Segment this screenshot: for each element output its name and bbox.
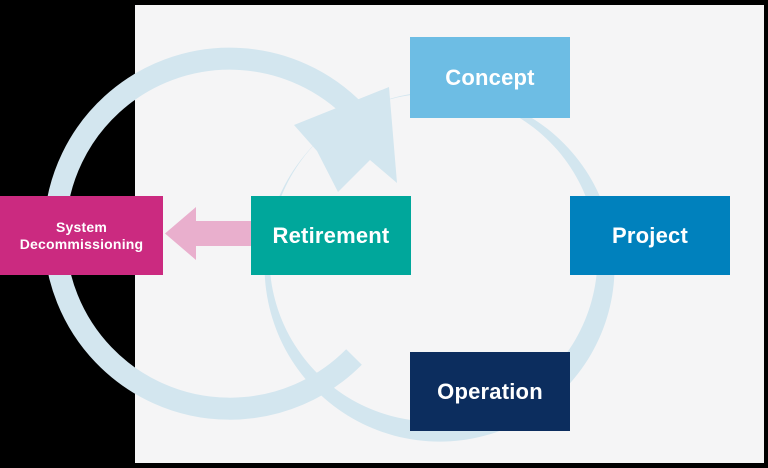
stage-box-system-decommissioning[interactable]: System Decommissioning <box>0 196 163 275</box>
stage-label-retirement: Retirement <box>272 222 390 248</box>
stage-box-retirement[interactable]: Retirement <box>251 196 411 275</box>
stage-box-concept[interactable]: Concept <box>410 37 570 118</box>
stage-box-operation[interactable]: Operation <box>410 352 570 431</box>
stage-label-concept: Concept <box>445 64 535 90</box>
stage-box-project[interactable]: Project <box>570 196 730 275</box>
stage-label-operation: Operation <box>437 378 543 404</box>
stage-label-system-decommissioning: System Decommissioning <box>19 218 144 252</box>
stage-label-project: Project <box>612 222 688 248</box>
